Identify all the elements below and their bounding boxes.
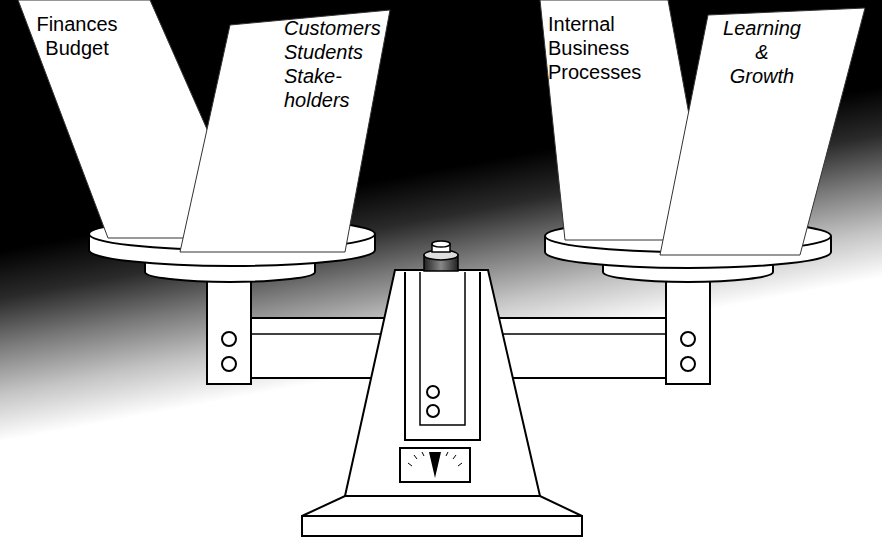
dial-tick — [422, 452, 424, 456]
rivet — [681, 332, 695, 346]
dial-needle — [429, 452, 441, 478]
weighted-card: Customers Students Stake-holders — [180, 10, 390, 252]
dial-tick — [446, 452, 448, 456]
rivet — [427, 405, 439, 417]
scale-body — [345, 270, 540, 496]
scale-base — [302, 516, 582, 536]
right-pan-support — [666, 272, 710, 384]
card-shape — [180, 10, 390, 252]
rivet — [681, 357, 695, 371]
card-label: Finances Budget — [22, 12, 132, 60]
left-pan-support — [207, 272, 251, 384]
rivet — [427, 386, 439, 398]
dial-tick — [458, 463, 462, 466]
dial-tick — [453, 455, 456, 459]
dial-tick — [414, 455, 417, 459]
weighted-card: Learning & Growth — [660, 8, 865, 255]
rivet — [222, 332, 236, 346]
dial-window — [400, 448, 470, 482]
dial-tick — [408, 463, 412, 466]
body-slot — [420, 272, 465, 425]
card-label: Learning & Growth — [712, 16, 812, 88]
card-label: Internal Business Processes — [548, 12, 660, 84]
body-slot — [405, 272, 480, 440]
scale-base — [302, 496, 582, 516]
card-shape — [660, 8, 865, 255]
card-label: Customers Students Stake-holders — [284, 16, 384, 112]
knob-cap — [432, 241, 450, 247]
rivet — [222, 357, 236, 371]
